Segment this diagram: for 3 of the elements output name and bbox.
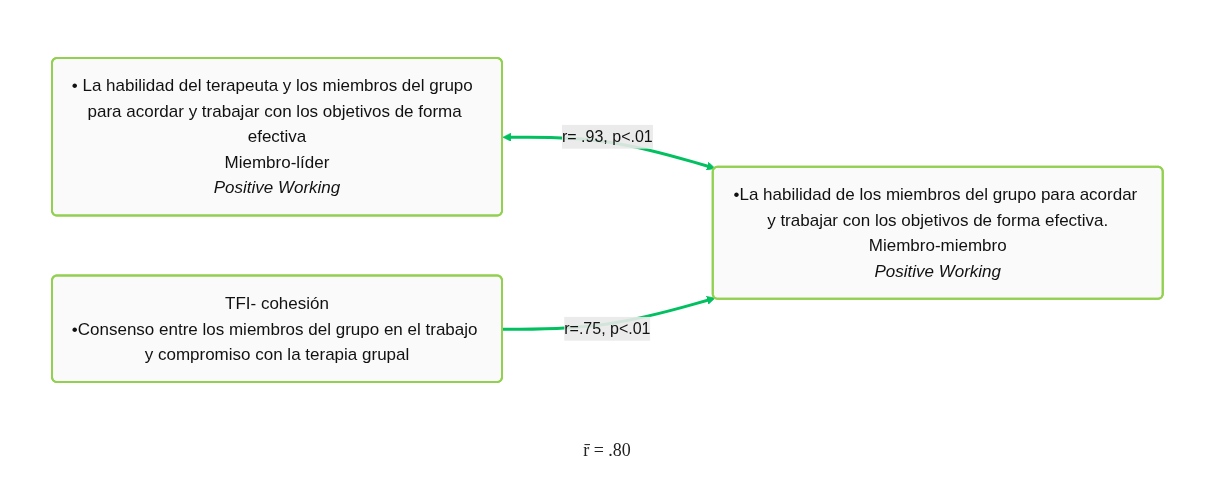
edge-label: r=.75, p<.01 bbox=[563, 319, 651, 337]
edge-label: r= .93, p<.01 bbox=[561, 127, 653, 145]
statistic-note: r̄ = .80 bbox=[583, 440, 631, 460]
